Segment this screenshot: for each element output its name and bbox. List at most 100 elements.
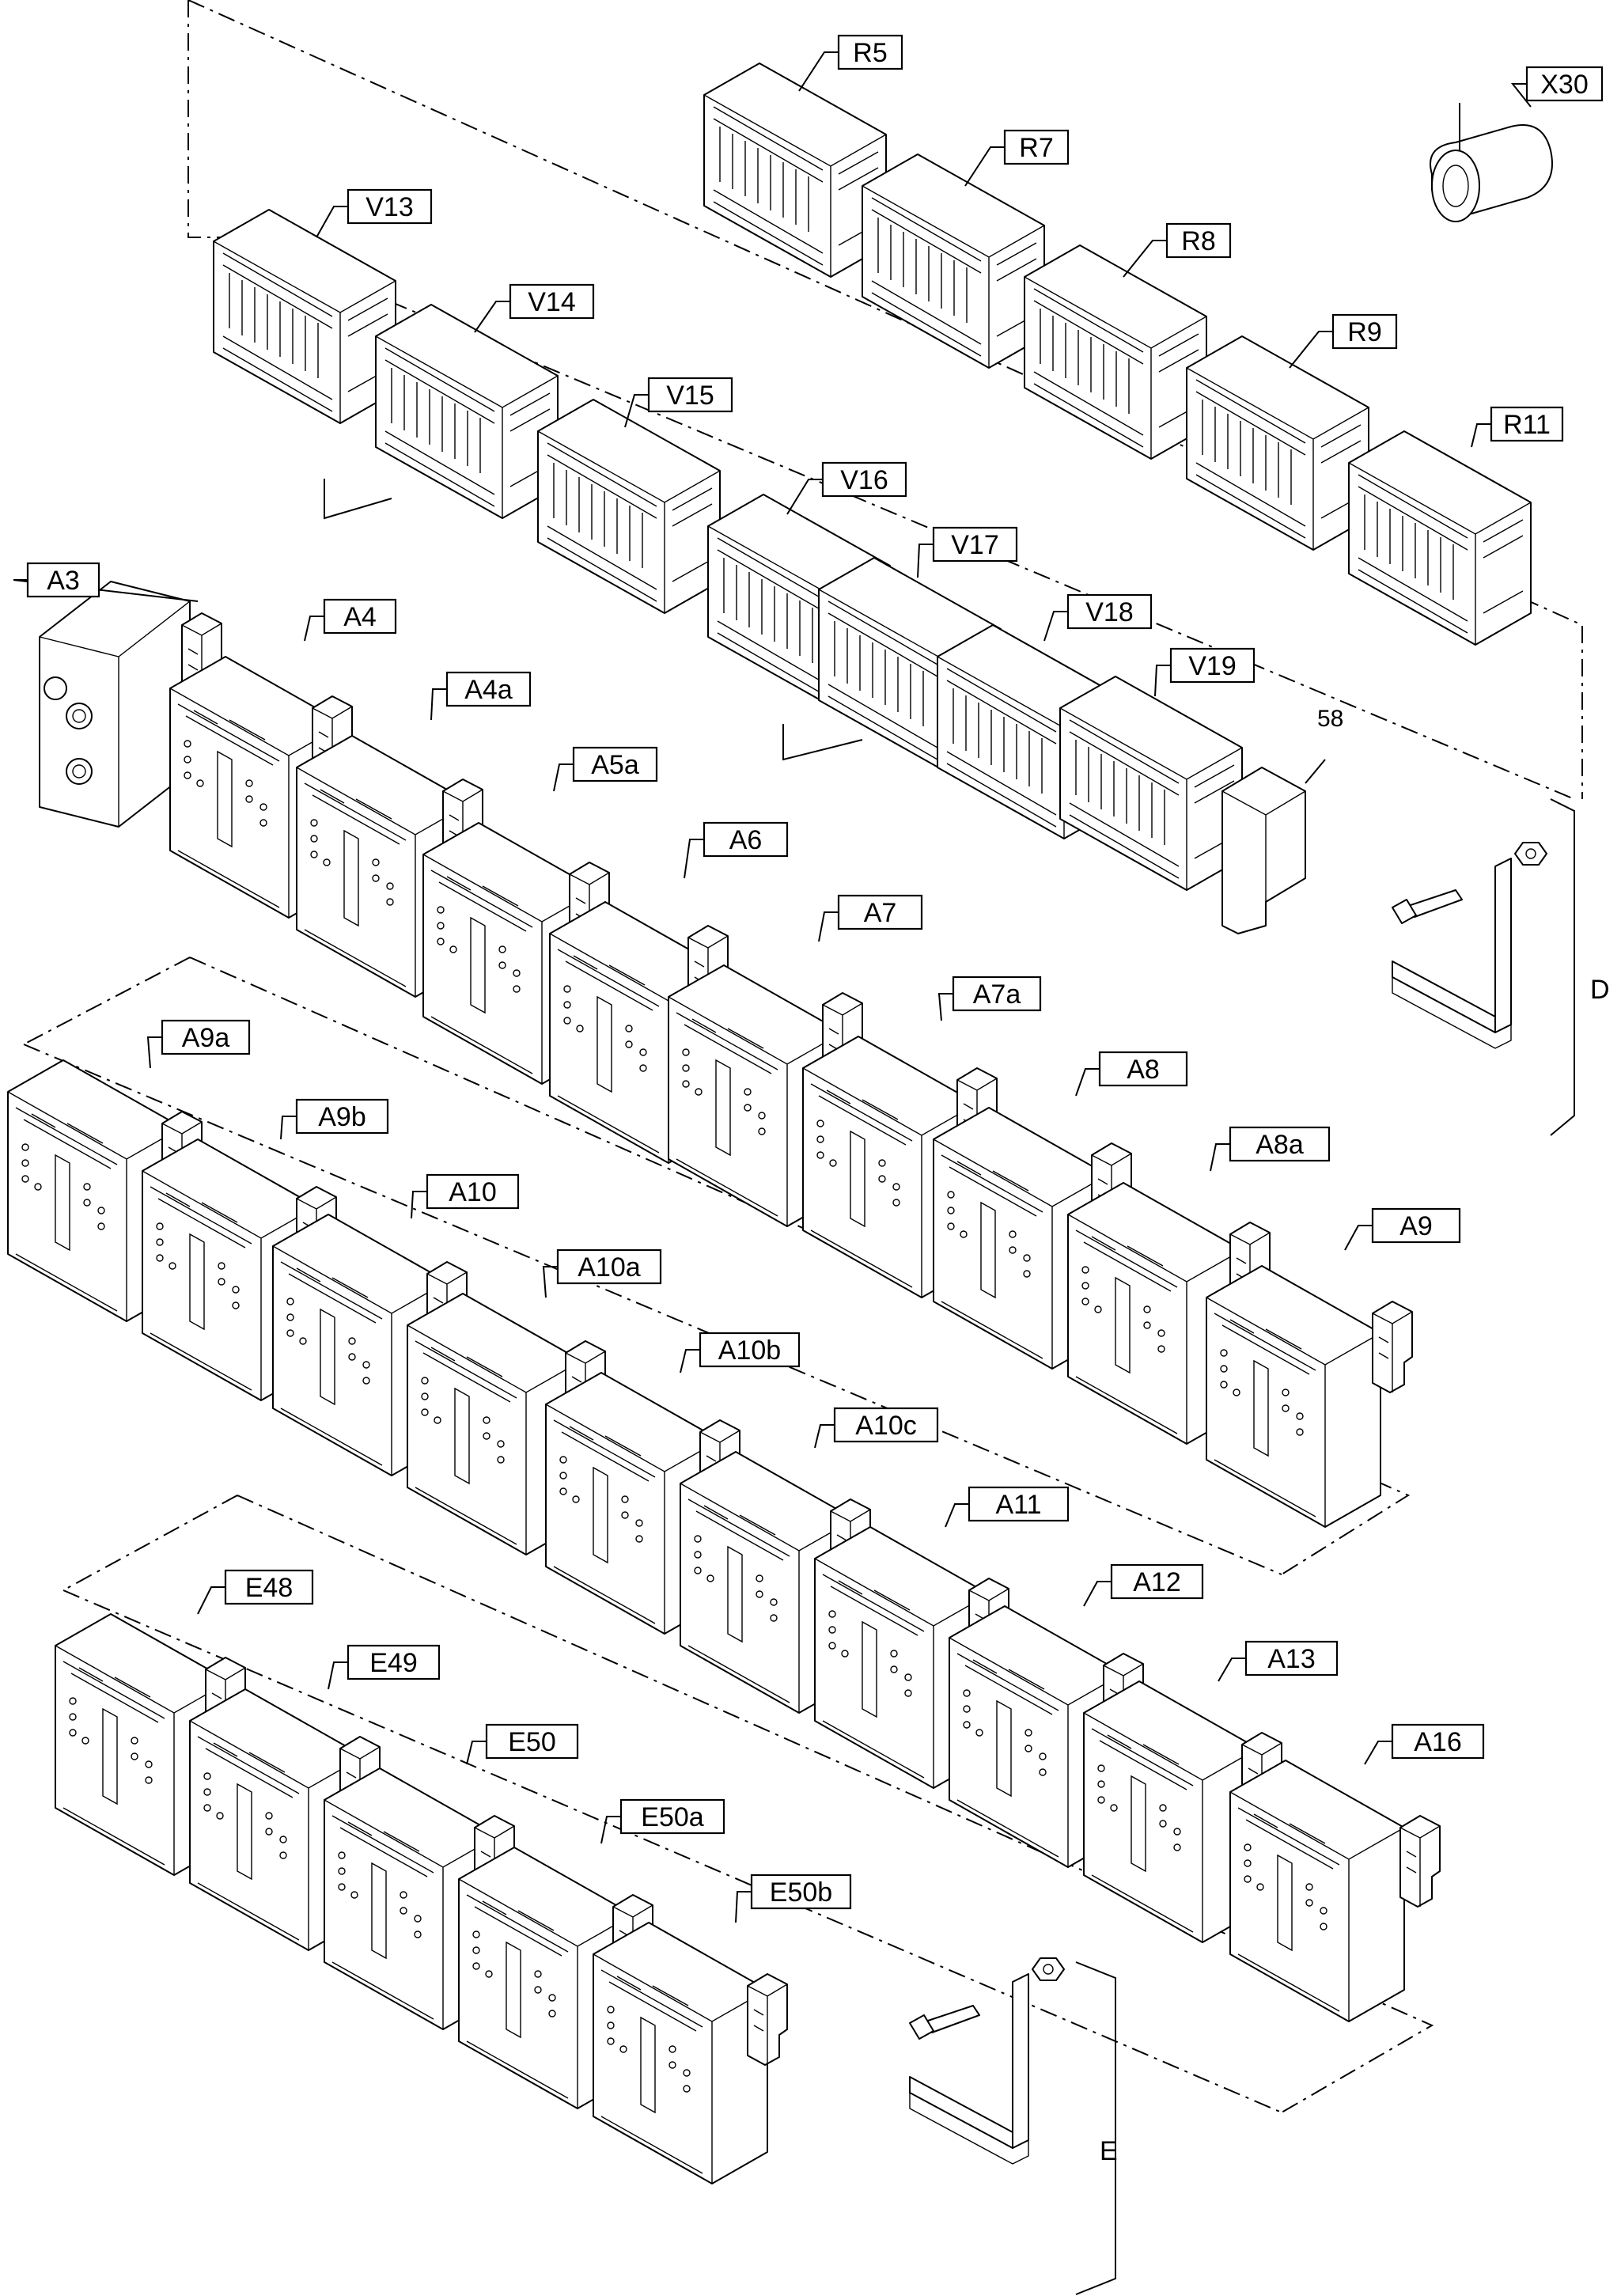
label-box (952, 976, 1042, 1012)
leader-line (624, 394, 649, 428)
label-text: A16 (1414, 1727, 1462, 1757)
label-box (347, 188, 433, 225)
label-r8: R8 (1123, 222, 1232, 278)
group-outline-middle (23, 957, 1411, 1575)
label-box (699, 1332, 801, 1368)
leader-line (600, 1816, 621, 1844)
label-text: A12 (1133, 1567, 1181, 1597)
label-text: V14 (528, 287, 576, 317)
label-text: A7 (864, 898, 897, 928)
leader-line (13, 579, 199, 602)
leader-line (798, 51, 839, 92)
label-text: A9a (182, 1023, 230, 1053)
label-box (347, 1644, 441, 1680)
label-text: A3 (47, 566, 80, 596)
label-e49: E49 (328, 1644, 441, 1690)
label-box (837, 894, 923, 930)
label-text: A10a (578, 1252, 640, 1283)
leader-line (786, 479, 823, 515)
leader-line (684, 839, 704, 879)
leader-v-group-b (782, 724, 863, 761)
leader-line (937, 993, 953, 1021)
label-a4: A4 (304, 598, 397, 642)
label-text: V18 (1085, 597, 1134, 627)
label-text: A8 (1127, 1055, 1160, 1085)
label-r7: R7 (964, 129, 1070, 187)
leader-line (304, 616, 324, 642)
label-box (1066, 593, 1153, 630)
label-text: R9 (1347, 317, 1381, 347)
label-box (619, 1798, 725, 1835)
leader-line (542, 1266, 558, 1298)
end-clamp-a16 (1399, 1815, 1441, 1908)
label-a10c: A10c (814, 1407, 939, 1449)
label-text: X30 (1540, 70, 1589, 100)
leader-line (1344, 1225, 1373, 1251)
label-a5a: A5a (553, 746, 658, 792)
label-box (821, 461, 907, 498)
end-clamp-58 (1221, 759, 1326, 934)
leader-line (1075, 1068, 1100, 1097)
module-e50b (593, 1922, 768, 2184)
label-a6: A6 (684, 821, 789, 879)
label-x30: X30 (1510, 66, 1604, 108)
label-v19: V19 (1154, 647, 1256, 697)
module-a9 (1206, 1265, 1381, 1528)
leader-line (430, 688, 447, 721)
label-text: A4a (464, 675, 513, 705)
label-box (1169, 647, 1256, 684)
label-box (224, 1569, 314, 1605)
connector-x30 (1430, 103, 1553, 222)
label-v17: V17 (917, 526, 1018, 578)
terminal-block-r8 (1024, 244, 1207, 460)
terminal-block-r11 (1348, 430, 1532, 646)
label-e48: E48 (197, 1569, 314, 1615)
label-e50a: E50a (600, 1798, 725, 1844)
label-box (1391, 1723, 1485, 1760)
leader-line (1471, 423, 1491, 448)
label-box (932, 526, 1018, 563)
group-outline-bottom (62, 1495, 1434, 2113)
label-text: E50 (508, 1727, 556, 1757)
leader-line (1154, 665, 1171, 697)
leader-line (197, 1586, 225, 1615)
label-text: V19 (1188, 651, 1237, 681)
label-box (161, 1019, 251, 1055)
leader-line (1218, 1658, 1246, 1682)
leader-line (818, 911, 839, 942)
bracket-brace-e (1075, 1961, 1116, 2295)
leader-line (1043, 611, 1068, 642)
terminal-block-v14 (375, 304, 559, 519)
label-a7: A7 (818, 894, 923, 942)
leader-line (146, 1036, 162, 1069)
label-r9: R9 (1289, 313, 1398, 369)
label-box (1490, 406, 1564, 442)
label-text: R8 (1181, 226, 1215, 256)
label-v18: V18 (1043, 593, 1153, 642)
label-a9: A9 (1344, 1207, 1461, 1251)
label-text: R7 (1019, 133, 1053, 163)
label-box (1525, 66, 1604, 102)
label-box (1165, 222, 1232, 259)
leader-line (466, 1741, 487, 1765)
terminal-block-v15 (537, 399, 721, 614)
leader-line (1123, 240, 1167, 278)
label-v16: V16 (786, 461, 907, 515)
terminal-block-r9 (1186, 335, 1369, 551)
callout-e: E (1100, 2136, 1118, 2166)
label-text: E49 (369, 1648, 418, 1678)
label-box (1229, 1126, 1331, 1162)
leader-v-group-a (324, 479, 392, 520)
label-e50b: E50b (735, 1874, 852, 1923)
label-text: A11 (996, 1490, 1042, 1520)
leader-line (1289, 331, 1333, 369)
label-box (833, 1407, 939, 1443)
mounting-bracket-e (909, 1957, 1065, 2165)
leader-line (280, 1116, 297, 1140)
label-box (1003, 129, 1070, 165)
end-clamp-e50b (747, 1973, 788, 2066)
leader-line (328, 1661, 348, 1690)
label-box (1371, 1207, 1461, 1244)
leader-line (735, 1891, 752, 1923)
leader-line (814, 1424, 835, 1449)
